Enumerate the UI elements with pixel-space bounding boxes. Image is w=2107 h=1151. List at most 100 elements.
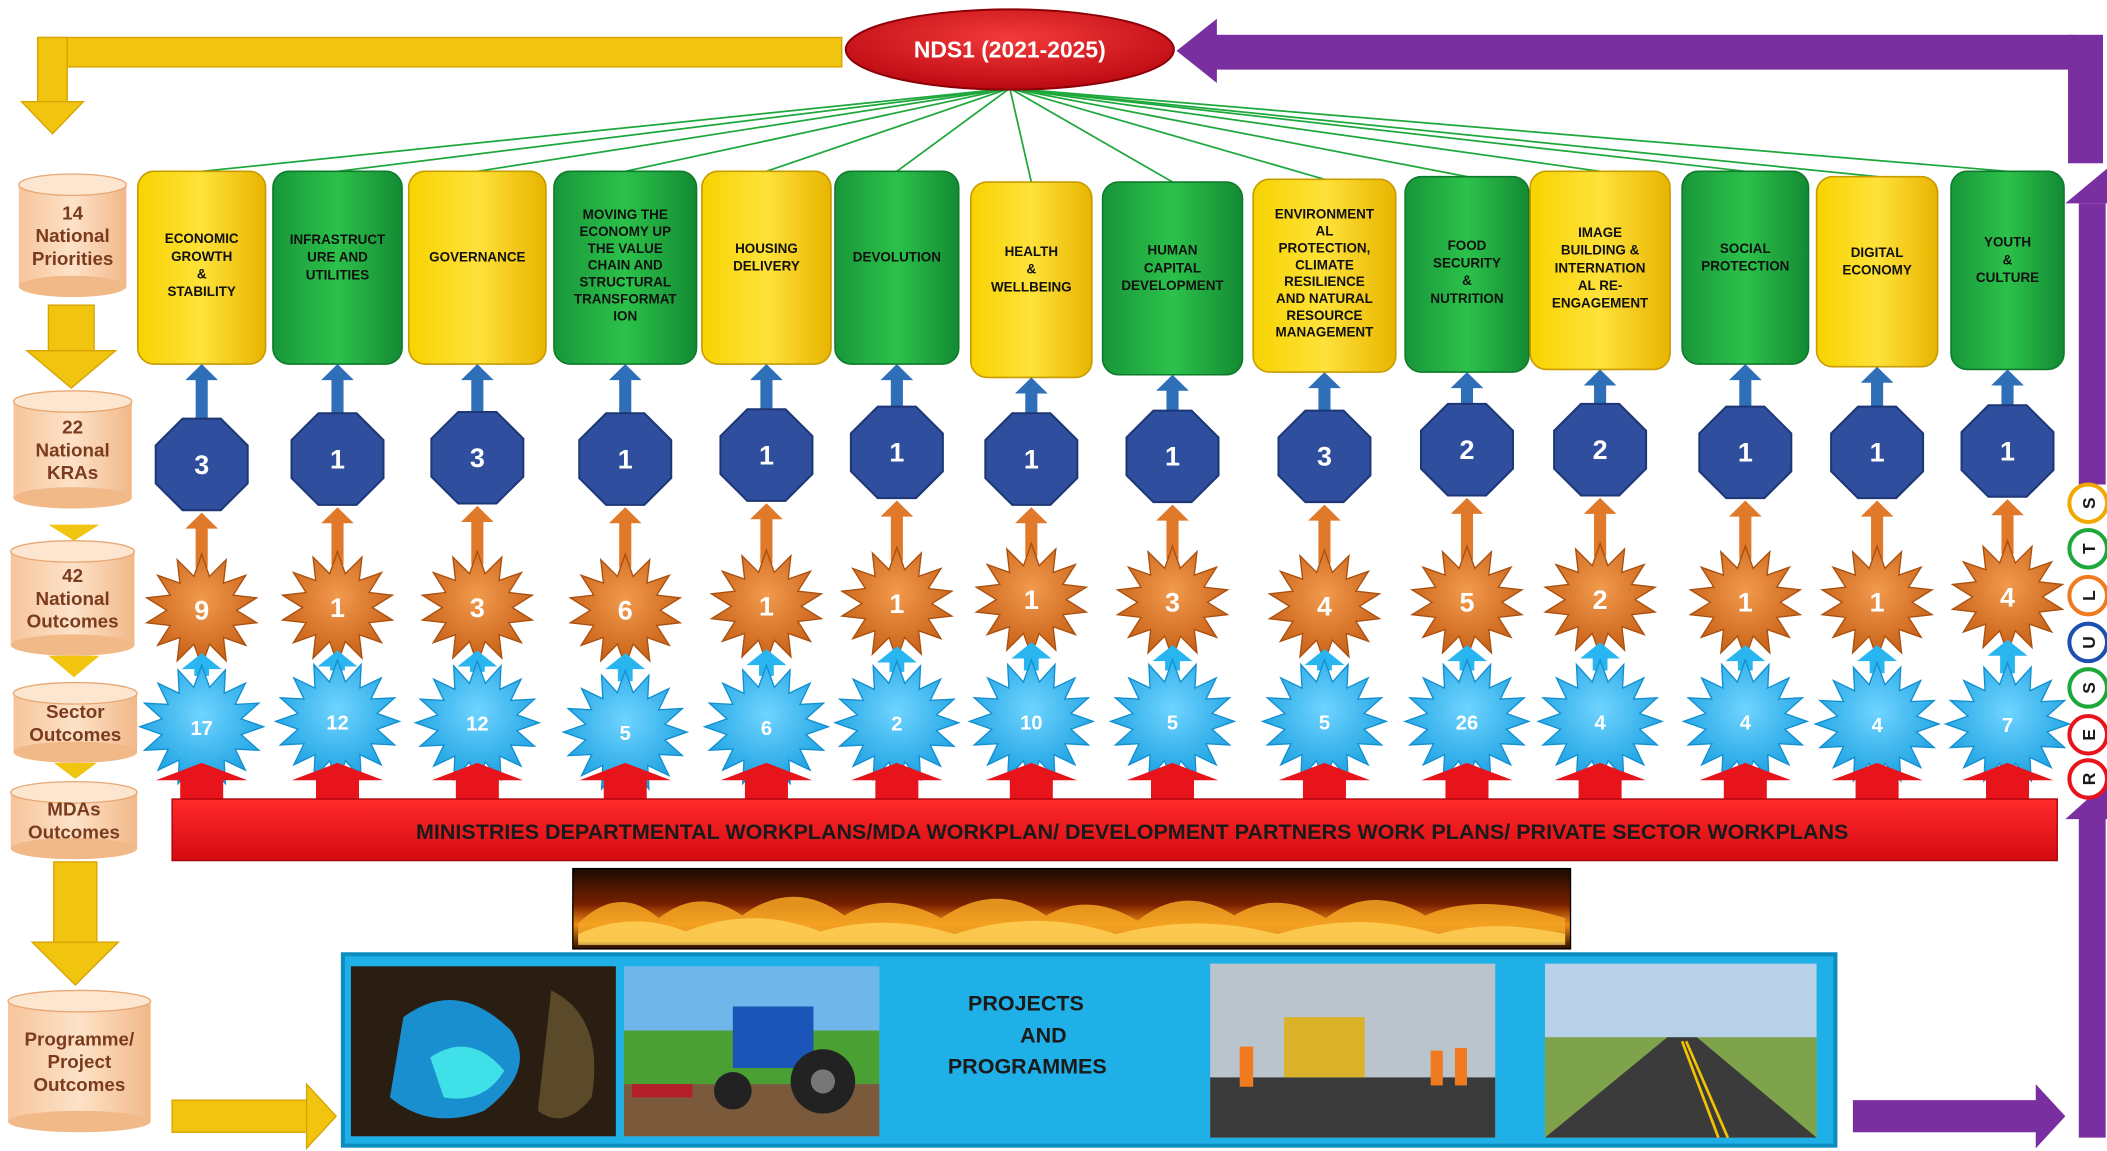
cave-photo (350, 966, 616, 1137)
cylinder-top (10, 780, 138, 804)
outcome-to-kra-arrow (1014, 507, 1048, 557)
sector-to-outcome-arrow (605, 653, 646, 682)
priority-label-line: WELLBEING (991, 279, 1072, 294)
kra-count: 1 (1165, 442, 1180, 472)
priority-box (1252, 178, 1397, 373)
priority-label-line: AL (1315, 224, 1333, 239)
sector-outcome-count: 5 (620, 723, 631, 745)
side-label-line: Outcomes (29, 724, 121, 745)
nds1-title: NDS1 (2021-2025) (914, 37, 1106, 63)
top-left-gold-arrow (19, 36, 843, 135)
outcome-to-kra-arrow (1583, 497, 1617, 557)
cylinder-body (18, 184, 127, 287)
priority-label-line: DEVOLUTION (853, 250, 941, 265)
cylinder-bottom (10, 634, 135, 656)
projects-line-2: AND (1020, 1024, 1067, 1048)
priority-label-line: HOUSING (735, 241, 798, 256)
side-label-line: Outcomes (27, 611, 119, 632)
kra-count: 1 (330, 444, 345, 474)
cylinder-top (12, 681, 138, 705)
results-letter: U (2079, 636, 2099, 649)
priority-label-line: PROTECTION, (1279, 240, 1371, 255)
banner-to-sector-arrow (579, 762, 671, 800)
priority-label-line: SECURITY (1433, 256, 1501, 271)
priority-label-line: THE VALUE (588, 241, 663, 256)
workplans-banner: MINISTRIES DEPARTMENTAL WORKPLANS/MDA WO… (171, 798, 2058, 862)
kra-to-priority-arrow (1860, 366, 1894, 410)
kra-count: 3 (194, 450, 209, 480)
priority-label-line: SOCIAL (1720, 241, 1771, 256)
outcome-to-kra-arrow (880, 500, 914, 561)
convergence-line (337, 87, 1010, 173)
kra-count: 3 (470, 443, 485, 473)
banner-to-sector-arrow (1554, 762, 1646, 800)
banner-to-sector-arrow (155, 762, 248, 800)
priority-label-line: HEALTH (1005, 244, 1058, 259)
sector-to-outcome-arrow (1447, 645, 1487, 671)
outcome-to-kra-arrow (1860, 500, 1894, 560)
priority-label-line: INTERNATION (1555, 260, 1646, 275)
results-letter-circle (2067, 667, 2107, 709)
sector-to-outcome-arrow (1011, 642, 1052, 671)
sector-to-outcome-arrow (746, 649, 787, 676)
priority-label-line: YOUTH (1984, 235, 2031, 250)
kra-octagon (1553, 402, 1648, 497)
kra-octagon (578, 412, 673, 506)
national-outcome-count: 1 (330, 593, 345, 623)
priority-column-9: ENVIRONMENTALPROTECTION,CLIMATERESILIENC… (1252, 178, 1397, 800)
sector-outcome-count: 17 (190, 718, 212, 740)
national-outcome-count: 1 (1870, 588, 1885, 618)
side-label-line: 42 (62, 565, 83, 586)
banner-to-sector-arrow (1961, 762, 2054, 800)
national-outcome-count: 1 (759, 592, 774, 622)
cylinder-bottom (18, 275, 127, 298)
national-outcome-count: 1 (1738, 588, 1753, 618)
priority-label-line: DEVELOPMENT (1121, 278, 1224, 293)
priority-label-line: CULTURE (1976, 270, 2039, 285)
national-outcome-count: 9 (194, 596, 209, 626)
priority-label-line: UTILITIES (306, 267, 370, 282)
results-letter-circle (2067, 482, 2107, 524)
banner-to-sector-arrow (985, 762, 1078, 800)
kra-octagon (1960, 404, 2055, 498)
national-outcome-count: 3 (470, 593, 485, 623)
banner-to-sector-arrow (1421, 762, 1513, 800)
cylinder-body (10, 551, 135, 646)
results-letter: E (2079, 729, 2099, 741)
national-outcome-count: 2 (1593, 585, 1608, 615)
priority-label-line: ECONOMY UP (579, 224, 671, 239)
results-letter: S (2079, 682, 2099, 694)
side-label-line: 22 (62, 417, 83, 438)
kra-to-priority-arrow (1728, 364, 1762, 410)
convergence-line (1009, 87, 2008, 173)
results-letter: S (2079, 497, 2099, 509)
priority-label-line: HUMAN (1147, 243, 1197, 258)
results-letter: R (2079, 772, 2099, 785)
sector-outcome-count: 5 (1319, 712, 1330, 734)
priority-label-line: MOVING THE (583, 207, 668, 222)
priority-label-line: ION (613, 308, 637, 323)
convergence-line (1009, 87, 1746, 173)
projects-panel: PROJECTS AND PROGRAMMES (340, 952, 1838, 1148)
kra-to-priority-arrow (608, 364, 642, 417)
priority-label-line: ENVIRONMENT (1275, 207, 1375, 222)
convergence-line (766, 87, 1011, 173)
outcome-to-kra-arrow (1728, 500, 1762, 560)
kra-to-priority-arrow (1991, 369, 2024, 409)
sector-outcome-count: 12 (326, 712, 348, 734)
sector-outcome-count: 10 (1020, 712, 1042, 734)
cylinder-top (18, 173, 128, 197)
bottom-purple-arrow (1852, 1084, 2066, 1149)
sector-outcome-count: 6 (761, 718, 772, 740)
cylinder-bottom (13, 487, 132, 509)
